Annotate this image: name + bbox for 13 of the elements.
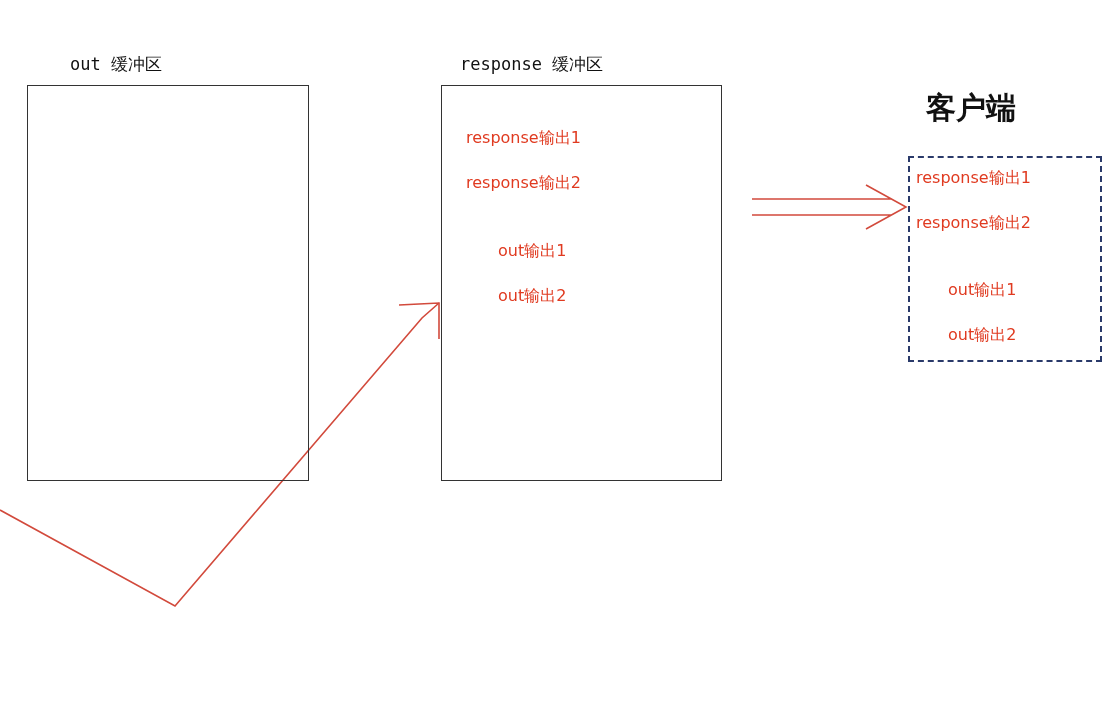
client-title: 客户端 xyxy=(926,89,1016,127)
output-line: out输出1 xyxy=(498,241,567,262)
output-line: response输出1 xyxy=(916,168,1031,189)
output-line: out输出1 xyxy=(948,280,1017,301)
arrow xyxy=(0,302,440,607)
output-line: out输出2 xyxy=(498,286,567,307)
double-arrow xyxy=(751,184,908,230)
output-line: response输出2 xyxy=(466,173,581,194)
output-line: out输出2 xyxy=(948,325,1017,346)
output-line: response输出1 xyxy=(466,128,581,149)
buffer-title: response 缓冲区 xyxy=(460,53,604,76)
buffer-title: out 缓冲区 xyxy=(70,53,162,76)
output-line: response输出2 xyxy=(916,213,1031,234)
